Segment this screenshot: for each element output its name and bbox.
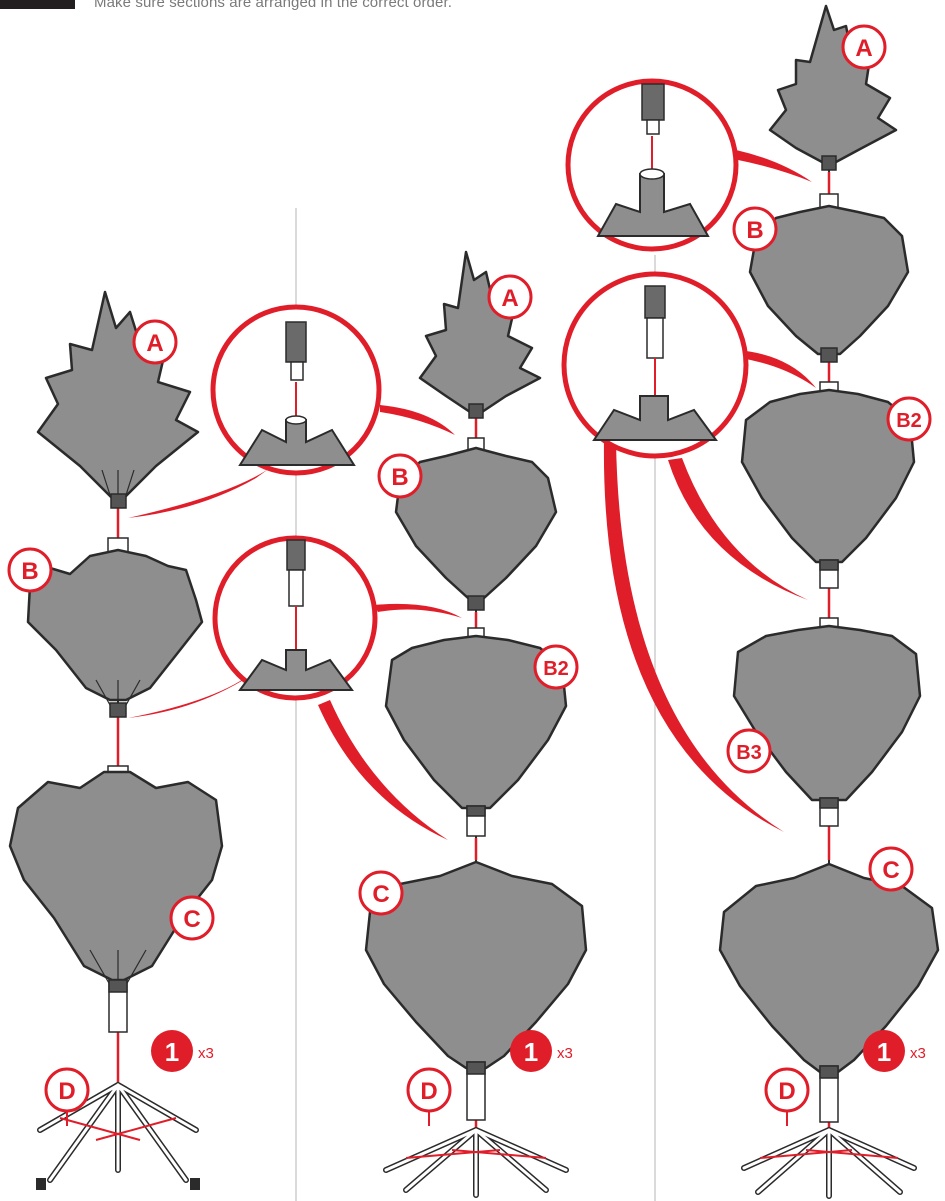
section-label-c: C xyxy=(169,895,215,941)
section-label-text: A xyxy=(855,35,872,62)
part-badge: 1 x3 xyxy=(510,1030,573,1072)
section-label-text: B3 xyxy=(736,742,762,764)
zoom-callout xyxy=(565,78,812,252)
configuration-3 xyxy=(561,4,940,1199)
tree-section-c xyxy=(718,862,940,1123)
configuration-1 xyxy=(8,290,462,1190)
zoom-callout xyxy=(128,304,455,518)
section-label-text: B2 xyxy=(543,658,569,680)
section-label-text: B xyxy=(746,217,763,244)
tree-section-b xyxy=(394,437,558,611)
section-label-a: A xyxy=(132,319,178,365)
section-label-b2: B2 xyxy=(533,644,579,690)
section-label-c: C xyxy=(358,870,404,916)
stand-label-text: D xyxy=(778,1078,795,1105)
section-label-a: A xyxy=(841,24,887,70)
tree-section-b2 xyxy=(740,381,916,589)
stand-d xyxy=(741,1127,917,1199)
step-header-bar xyxy=(0,0,75,9)
zoom-callout xyxy=(561,271,816,832)
section-label-b3: B3 xyxy=(726,728,772,774)
section-label-a: A xyxy=(487,274,533,320)
section-label-text: A xyxy=(146,330,163,357)
part-quantity: x3 xyxy=(910,1045,926,1062)
section-label-text: B2 xyxy=(896,410,922,432)
tree-section-c xyxy=(364,860,588,1121)
part-badge: 1 x3 xyxy=(863,1030,926,1072)
stand-label-text: D xyxy=(58,1078,75,1105)
part-number: 1 xyxy=(524,1037,538,1067)
section-label-text: B xyxy=(391,464,408,491)
section-label-text: B xyxy=(21,558,38,585)
section-label-b: B xyxy=(7,547,53,593)
zoom-callout xyxy=(128,535,462,840)
part-quantity: x3 xyxy=(557,1045,573,1062)
section-label-text: C xyxy=(882,857,899,884)
tree-section-c xyxy=(8,765,224,1033)
stand-label-text: D xyxy=(420,1078,437,1105)
part-quantity: x3 xyxy=(198,1045,214,1062)
section-label-text: A xyxy=(501,285,518,312)
section-label-c: C xyxy=(868,846,914,892)
tree-section-b2 xyxy=(384,627,568,837)
tree-section-a xyxy=(36,290,200,509)
instruction-text: Make sure sections are arranged in the c… xyxy=(94,0,452,11)
tree-section-b xyxy=(748,193,910,363)
section-label-b: B xyxy=(377,453,423,499)
tree-section-b xyxy=(26,537,204,718)
stand-label-d: D xyxy=(44,1067,90,1126)
stand-label-d: D xyxy=(406,1067,452,1126)
part-number: 1 xyxy=(165,1037,179,1067)
instruction-header: Make sure sections are arranged in the c… xyxy=(0,0,945,30)
part-badge: 1 x3 xyxy=(151,1030,214,1072)
section-label-text: C xyxy=(183,906,200,933)
configuration-2 xyxy=(364,250,588,1198)
section-label-b2: B2 xyxy=(886,396,932,442)
tree-section-b3 xyxy=(732,617,922,827)
section-label-b: B xyxy=(732,206,778,252)
tree-section-a xyxy=(418,250,542,419)
section-label-text: C xyxy=(372,881,389,908)
stand-d xyxy=(383,1127,569,1198)
part-number: 1 xyxy=(877,1037,891,1067)
stand-label-d: D xyxy=(764,1067,810,1126)
